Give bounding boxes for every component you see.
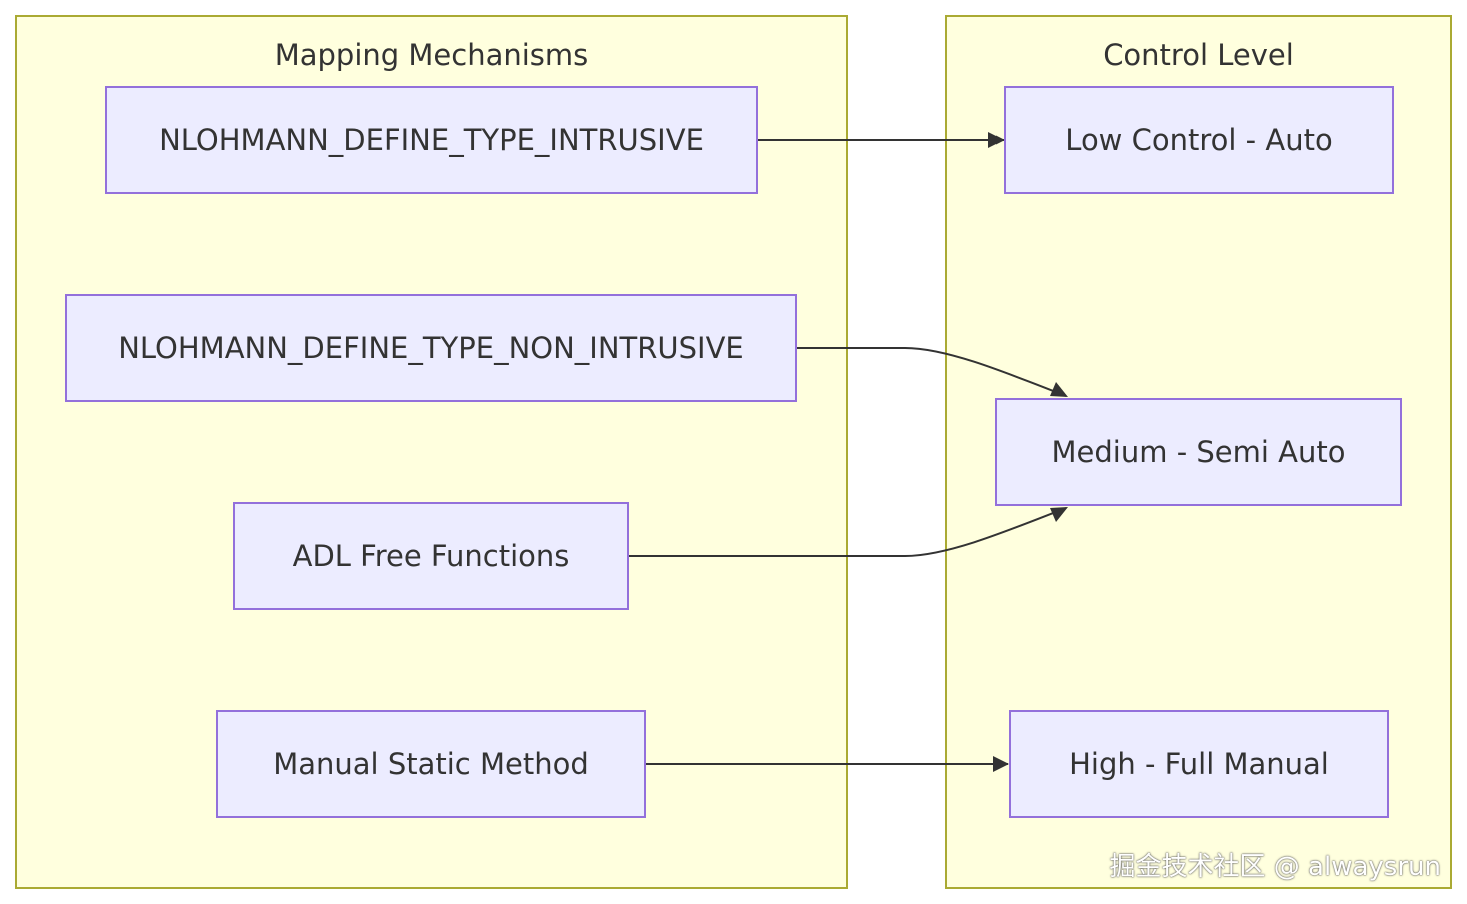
node-intrusive: NLOHMANN_DEFINE_TYPE_INTRUSIVE xyxy=(105,86,758,194)
node-non-intrusive-label: NLOHMANN_DEFINE_TYPE_NON_INTRUSIVE xyxy=(118,331,744,365)
node-high-label: High - Full Manual xyxy=(1069,747,1329,781)
control-level-title: Control Level xyxy=(1103,38,1294,72)
node-manual-static-label: Manual Static Method xyxy=(273,747,589,781)
node-medium-label: Medium - Semi Auto xyxy=(1051,435,1346,469)
mapping-mechanisms-title: Mapping Mechanisms xyxy=(274,38,589,72)
node-low-label: Low Control - Auto xyxy=(1065,123,1333,157)
node-adl-label: ADL Free Functions xyxy=(292,539,570,573)
watermark-text: 掘金技术社区 @ alwaysrun xyxy=(1109,852,1441,882)
node-low-control: Low Control - Auto xyxy=(1004,86,1394,194)
node-medium-control: Medium - Semi Auto xyxy=(995,398,1402,506)
node-intrusive-label: NLOHMANN_DEFINE_TYPE_INTRUSIVE xyxy=(159,123,704,157)
node-high-control: High - Full Manual xyxy=(1009,710,1389,818)
node-manual-static-method: Manual Static Method xyxy=(216,710,646,818)
node-non-intrusive: NLOHMANN_DEFINE_TYPE_NON_INTRUSIVE xyxy=(65,294,797,402)
node-adl-free-functions: ADL Free Functions xyxy=(233,502,629,610)
